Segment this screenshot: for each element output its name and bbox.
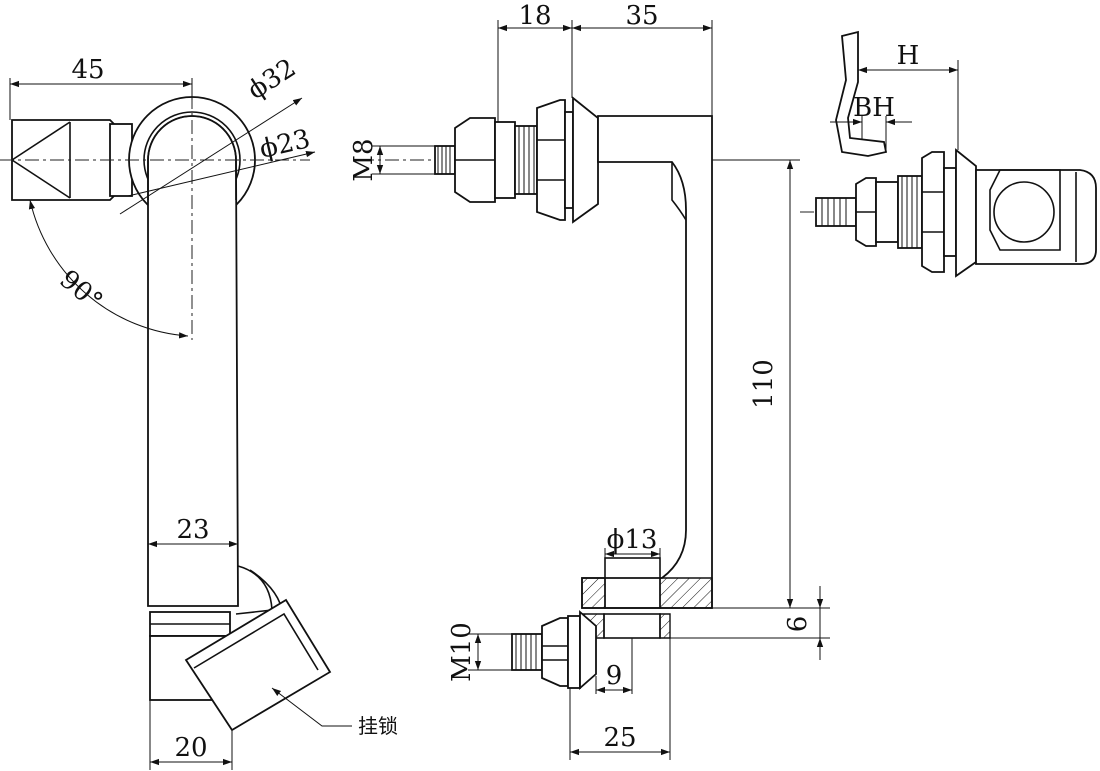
dim-90deg: 90°: [54, 264, 109, 317]
dim-bh: BH: [853, 93, 895, 123]
dim-23: 23: [176, 515, 209, 545]
dim-35: 35: [625, 1, 658, 31]
dim-6: 6: [783, 616, 813, 633]
note-padlock: 挂锁: [358, 714, 398, 738]
dim-phi13: ϕ13: [607, 525, 658, 555]
dim-phi32: ϕ32: [242, 53, 301, 106]
right-view: H BH: [800, 30, 1100, 278]
dim-45: 45: [71, 55, 104, 85]
right-lock-body: [975, 169, 1097, 265]
right-lock-hole: [993, 181, 1055, 243]
middle-flange: [572, 96, 599, 224]
dim-110: 110: [749, 359, 779, 409]
middle-hex-nut: [536, 99, 566, 221]
dim-18: 18: [518, 1, 551, 31]
right-stud: [815, 148, 977, 278]
dim-m8: M8: [349, 138, 379, 181]
section-hatch-upper-right: [659, 577, 713, 609]
middle-view: 18 35 M8 110 ϕ13 6 M10 9: [349, 1, 830, 760]
dim-m10: M10: [447, 622, 477, 682]
dim-25: 25: [603, 723, 636, 753]
dim-h: H: [897, 41, 920, 71]
dim-9: 9: [606, 661, 623, 691]
left-bottom-lock: [149, 565, 332, 732]
m10-stud: [511, 610, 597, 690]
dim-phi23: ϕ23: [257, 124, 313, 165]
left-view: 45 ϕ32 ϕ23 90° 23 20 挂锁: [0, 53, 398, 770]
m8-thread: [434, 117, 538, 203]
dim-20: 20: [174, 733, 207, 763]
middle-handle-profile: [581, 115, 713, 609]
section-hatch-upper: [581, 577, 606, 609]
